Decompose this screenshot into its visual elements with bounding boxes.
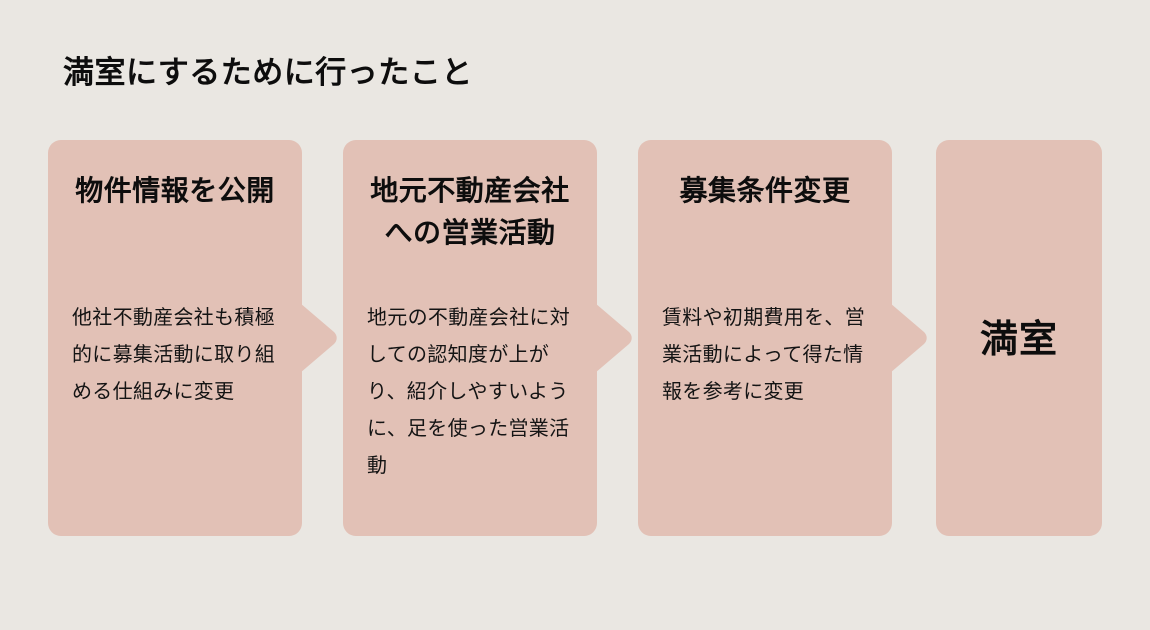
- flow-step-title-1: 物件情報を公開: [75, 175, 275, 206]
- flow-step-card-1[interactable]: 物件情報を公開 他社不動産会社も積極的に募集活動に取り組める仕組みに変更: [48, 140, 302, 536]
- chevron-right-icon: [884, 303, 930, 373]
- flow-step-card-3[interactable]: 募集条件変更 賃料や初期費用を、営業活動によって得た情報を参考に変更: [638, 140, 892, 536]
- flow-step-title-2: 地元不動産会社 への営業活動: [370, 175, 570, 248]
- chevron-right-icon: [294, 303, 340, 373]
- flow-step-card-2[interactable]: 地元不動産会社 への営業活動 地元の不動産会社に対しての認知度が上がり、紹介しや…: [343, 140, 597, 536]
- flow-result-label: 満室: [979, 319, 1058, 361]
- flow-step-body-2: 地元の不動産会社に対しての認知度が上がり、紹介しやすいように、足を使った営業活動: [367, 307, 570, 477]
- flow-result-card[interactable]: 満室: [936, 140, 1102, 536]
- flow-step-title-3: 募集条件変更: [679, 175, 851, 206]
- page-title: 満室にするために行ったこと: [63, 55, 473, 90]
- chevron-right-icon: [589, 303, 635, 373]
- process-flow-diagram: 物件情報を公開 他社不動産会社も積極的に募集活動に取り組める仕組みに変更 地元不…: [0, 140, 1150, 536]
- flow-step-body-1: 他社不動産会社も積極的に募集活動に取り組める仕組みに変更: [72, 307, 275, 403]
- flow-step-body-3: 賃料や初期費用を、営業活動によって得た情報を参考に変更: [662, 307, 865, 403]
